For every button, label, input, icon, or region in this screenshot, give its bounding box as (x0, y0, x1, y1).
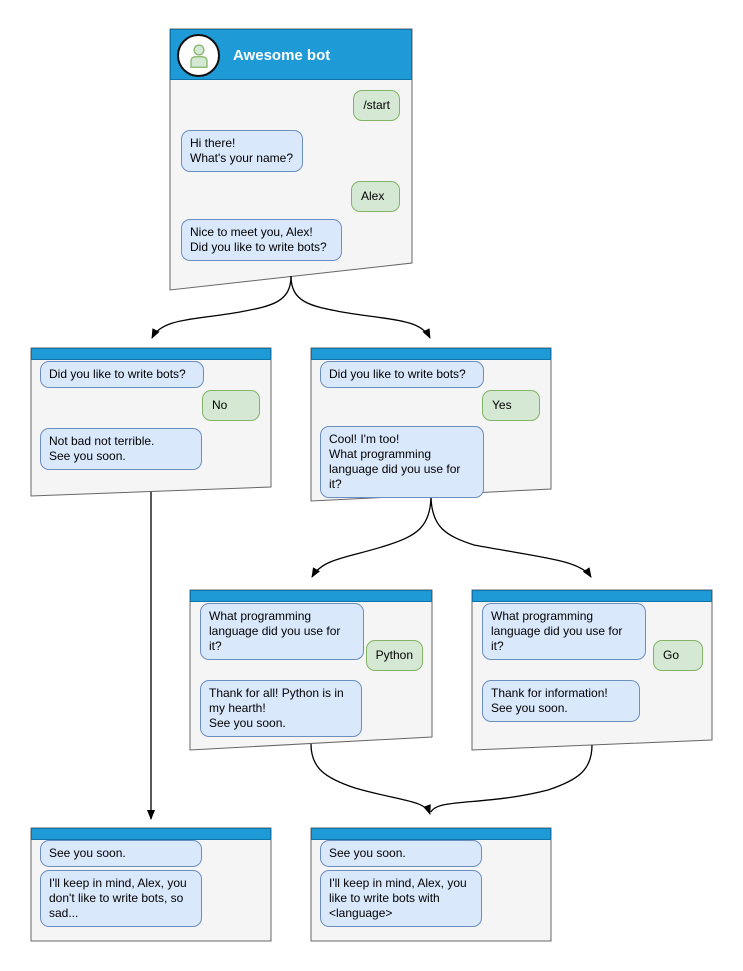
message-bubble-bot: Hi there! What's your name? (181, 130, 303, 172)
message-bubble-user: Python (365, 640, 423, 671)
message-bubble-bot: What programming language did you use fo… (482, 603, 646, 660)
message-bubble-bot: See you soon. (320, 840, 482, 867)
chat-titlebar (311, 828, 551, 840)
connector-yes-to-go (430, 494, 592, 578)
bot-name-title: Awesome bot (233, 47, 331, 64)
message-bubble-bot: Did you like to write bots? (320, 361, 484, 388)
message-bubble-user: /start (353, 90, 400, 121)
connector-yes-to-python (311, 494, 432, 578)
message-bubble-user: Go (653, 640, 703, 671)
message-bubble-user: Alex (351, 181, 400, 212)
message-bubble-bot: I'll keep in mind, Alex, you like to wri… (320, 870, 482, 927)
message-bubble-bot: Nice to meet you, Alex! Did you like to … (181, 219, 342, 261)
person-icon (189, 43, 208, 68)
bot-avatar (177, 34, 220, 77)
window-branch-python: What programming language did you use fo… (190, 590, 432, 750)
message-bubble-bot: Not bad not terrible. See you soon. (40, 428, 202, 470)
message-bubble-bot: Thank for all! Python is in my hearth! S… (200, 680, 362, 737)
connector-main-to-no (151, 275, 292, 339)
connector-python-to-ending-happy (310, 743, 431, 815)
message-bubble-bot: Did you like to write bots? (40, 361, 204, 388)
chat-titlebar: Awesome bot (170, 29, 412, 80)
message-bubble-bot: See you soon. (40, 840, 202, 867)
message-bubble-user: No (202, 390, 260, 421)
connector-main-to-yes (290, 275, 431, 339)
chat-titlebar (31, 828, 271, 840)
message-bubble-bot: I'll keep in mind, Alex, you don't like … (40, 870, 202, 927)
chat-titlebar (190, 590, 432, 602)
connector-go-to-ending-happy (430, 744, 593, 813)
window-main: Awesome bot /start Hi there! What's your… (170, 29, 412, 290)
chat-titlebar (311, 348, 551, 360)
window-branch-yes: Did you like to write bots? Yes Cool! I'… (311, 348, 551, 501)
message-bubble-bot: What programming language did you use fo… (200, 603, 364, 660)
message-bubble-user: Yes (482, 390, 540, 421)
window-branch-no: Did you like to write bots? No Not bad n… (31, 348, 271, 496)
message-bubble-bot: Thank for information! See you soon. (482, 680, 640, 722)
chat-titlebar (472, 590, 712, 602)
window-ending-sad: See you soon. I'll keep in mind, Alex, y… (31, 828, 271, 941)
window-branch-go: What programming language did you use fo… (472, 590, 712, 750)
message-bubble-bot: Cool! I'm too! What programming language… (320, 426, 484, 498)
chat-titlebar (31, 348, 271, 360)
window-ending-happy: See you soon. I'll keep in mind, Alex, y… (311, 828, 551, 941)
